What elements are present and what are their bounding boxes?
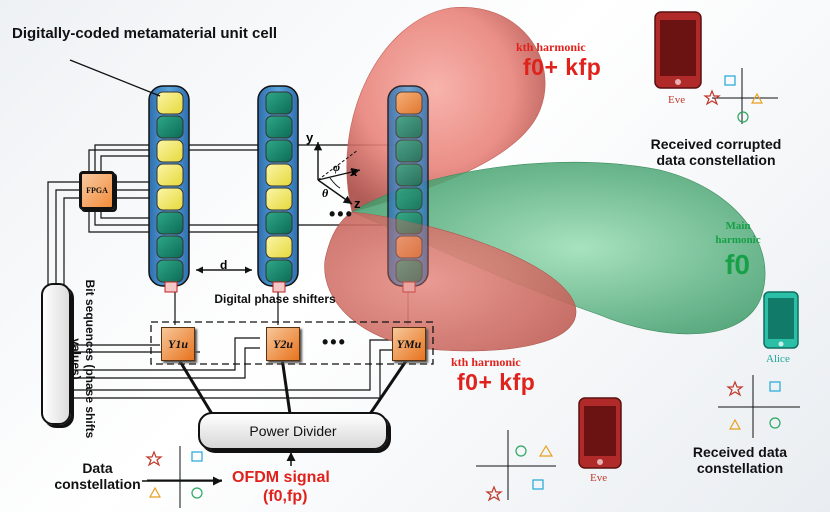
divider-feeds bbox=[176, 357, 410, 415]
axis-x-label: x bbox=[350, 164, 358, 179]
triangle-symbol bbox=[148, 486, 162, 498]
coordinate-axes bbox=[313, 142, 361, 205]
ofdm-signal-label: OFDM signal bbox=[232, 469, 330, 486]
phase-shifters-label: Digital phase shifters bbox=[214, 292, 336, 306]
phase-shifter-box bbox=[150, 321, 434, 365]
bit-sequences-box: Bit sequences (phase shifts values) bbox=[41, 280, 97, 438]
axis-y-label: y bbox=[306, 130, 314, 145]
phase-shifter-1: Y1u bbox=[161, 327, 195, 361]
unit-cell-title: Digitally-coded metamaterial unit cell bbox=[12, 25, 278, 42]
square-symbol bbox=[191, 451, 203, 462]
eve-bottom-constellation bbox=[476, 430, 556, 502]
star-symbol bbox=[145, 450, 163, 467]
circle-symbol bbox=[191, 487, 203, 499]
alice-constellation bbox=[718, 375, 800, 438]
column-ellipsis: ••• bbox=[329, 204, 354, 224]
metasurface-column-2 bbox=[257, 85, 299, 293]
unit-cell-pointer bbox=[69, 59, 161, 97]
angle-theta-label: θ bbox=[322, 186, 329, 200]
beam-overlay bbox=[324, 212, 577, 351]
angle-phi-label: φ bbox=[333, 160, 341, 174]
alice-label: Alice bbox=[766, 353, 790, 365]
main-harmonic-eq: f0 bbox=[725, 249, 750, 280]
metasurface-column-1 bbox=[148, 85, 190, 293]
shifter-ellipsis: ••• bbox=[322, 332, 347, 352]
phase-shifter-2: Y2u bbox=[266, 327, 300, 361]
fpga-chip: FPGA bbox=[79, 171, 115, 210]
eve-phone-bottom-icon bbox=[578, 397, 622, 469]
corrupted-constellation-title: Received corrupted data constellation bbox=[650, 136, 782, 168]
bit-sequences-label: Bit sequences (phase shifts values) bbox=[69, 279, 97, 439]
eve-label-top: Eve bbox=[668, 94, 686, 106]
main-harmonic-title: Main harmonic bbox=[715, 220, 761, 246]
metasurface-column-m bbox=[387, 85, 429, 293]
axis-z-label: z bbox=[354, 196, 361, 211]
power-divider: Power Divider bbox=[198, 412, 388, 450]
ofdm-freqs-label: (f0,fp) bbox=[263, 488, 308, 505]
eve-top-constellation bbox=[703, 68, 778, 124]
eve-phone-top-icon bbox=[654, 11, 702, 89]
alice-phone-icon bbox=[763, 291, 799, 349]
eve-label-bottom: Eve bbox=[590, 472, 608, 484]
phase-shifter-m: YMu bbox=[392, 327, 426, 361]
kth-harmonic-eq-top: f0+ kfp bbox=[523, 54, 602, 80]
kth-harmonic-title-bottom: kth harmonic bbox=[451, 355, 521, 369]
data-constellation-label: Data constellation bbox=[54, 460, 141, 492]
received-constellation-title: Received data constellation bbox=[692, 444, 788, 476]
input-constellation bbox=[145, 446, 222, 508]
spacing-label: d bbox=[220, 258, 228, 272]
kth-harmonic-eq-bottom: f0+ kfp bbox=[457, 369, 536, 395]
kth-harmonic-title-top: kth harmonic bbox=[516, 40, 586, 54]
